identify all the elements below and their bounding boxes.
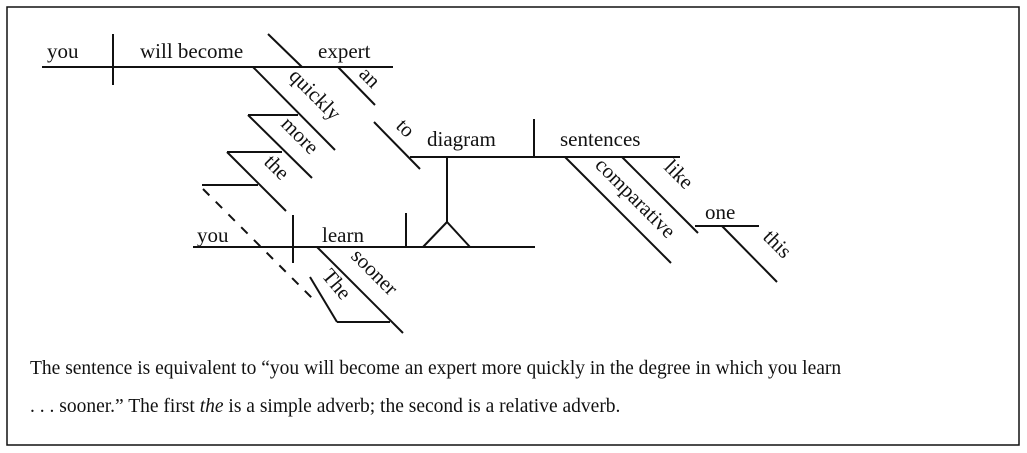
frame <box>6 6 1020 446</box>
more-line <box>247 114 313 179</box>
The-line <box>309 276 338 323</box>
like-line <box>621 156 699 234</box>
word-you: you <box>47 39 79 63</box>
dashed-connector <box>202 188 313 299</box>
an-line <box>337 66 376 106</box>
complement-divider <box>267 33 303 68</box>
word-sooner: sooner <box>346 244 403 301</box>
word-one: one <box>705 200 735 224</box>
this-line <box>721 225 778 283</box>
word-like: like <box>659 155 698 194</box>
to-line <box>373 121 421 170</box>
word-more: more <box>276 112 323 159</box>
quickly-line <box>252 66 336 151</box>
word-learn: learn <box>322 223 364 247</box>
word-diagram: diagram <box>427 127 496 151</box>
word-this: this <box>758 225 796 263</box>
sooner-line <box>316 246 404 334</box>
caption-text: . . . sooner.” The first <box>30 396 200 417</box>
word-sentences: sentences <box>560 127 640 151</box>
caption-line-2: . . . sooner.” The first the is a simple… <box>30 396 620 418</box>
word-to: to <box>391 114 420 143</box>
caption-text: is a simple adverb; the second is a rela… <box>223 396 621 417</box>
pedestal-base <box>422 220 471 248</box>
the-line <box>226 151 287 212</box>
caption-emphasis: the <box>199 396 224 417</box>
word-expert: expert <box>318 39 371 63</box>
word-will-become: will become <box>140 39 243 63</box>
word-you-subordinate: you <box>197 223 229 247</box>
caption-line-1: The sentence is equivalent to “you will … <box>30 358 842 379</box>
comparative-line <box>564 156 672 264</box>
